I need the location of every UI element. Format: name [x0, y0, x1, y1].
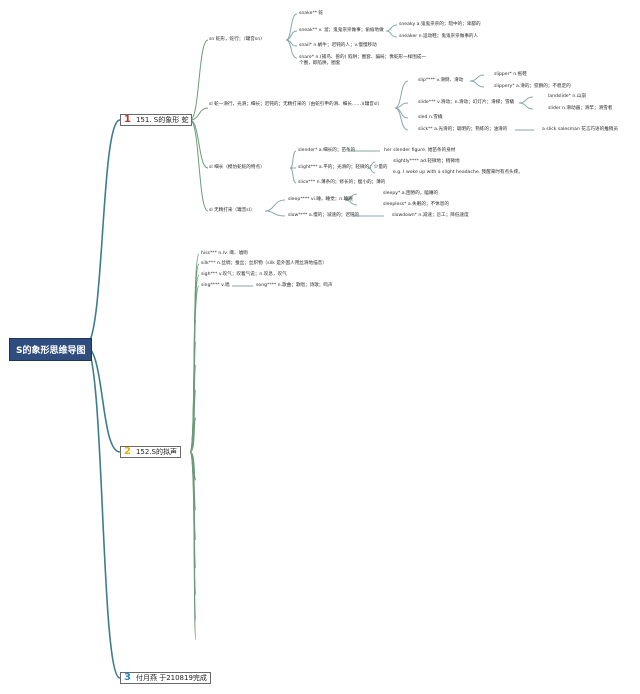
node-snail[interactable]: snail* n.蜗牛；迟钝的人；v.慢慢移动: [299, 43, 377, 48]
node-song[interactable]: song**** n.歌曲；歌唱；诗歌；鸣声: [256, 283, 333, 288]
node-slowdown[interactable]: slowdown* n.减速；怠工；降低速度: [392, 213, 469, 218]
branch-author[interactable]: 3 付月燕 于210819完成: [120, 672, 211, 684]
node-sleepy[interactable]: sleepy* a.困倦的，瞌睡的: [383, 191, 439, 196]
node-slightly[interactable]: slightly**** ad.轻微地；稍微地: [393, 159, 460, 164]
node-snare[interactable]: snare* n.(捕鸟、兽的) 陷阱；圈套、骗局；像蛇形一样围成一个圈，即陷阱…: [299, 55, 426, 66]
node-slender[interactable]: slender* a.细长的；苗条的: [298, 148, 356, 153]
node-slipper[interactable]: slipper* n.拖鞋: [494, 72, 527, 77]
node-slight-example[interactable]: e.g. I woke up with a slight headache. 我…: [393, 170, 523, 175]
branch-number: 2: [124, 446, 131, 457]
node-sl-slide[interactable]: sl 蛇一滑行，光滑；细长；迟钝的；无精打采的（由蛇引申的滑、细长……)(罐音s…: [209, 102, 383, 107]
branch-label: 152.S的拟声: [135, 448, 177, 456]
node-sn[interactable]: sn 蛇形，蛇行；（罐音sn）: [209, 37, 265, 42]
branch-snake-shape[interactable]: 1 151. S的象形 蛇: [120, 114, 193, 126]
node-sleepless[interactable]: sleepless* a.失眠的；不休息的: [383, 202, 449, 207]
branch-label: 付月燕 于210819完成: [135, 674, 207, 682]
node-slow[interactable]: slow**** a.慢的；减速的；迟钝的: [288, 213, 360, 218]
node-slide[interactable]: slide*** v.滑动；n.滑动；幻灯片；滑梯；雪橇: [418, 100, 515, 105]
node-sing[interactable]: sing**** v.唱: [201, 283, 230, 288]
node-silk[interactable]: silk*** n.丝绸；蚕丝；丝织物（silk 是外国人用丝滑地描音）: [201, 261, 327, 266]
branch-number: 3: [124, 672, 131, 683]
node-sigh[interactable]: sigh*** v.叹气；叹着气说；n.叹息，叹气: [201, 272, 287, 277]
node-sled[interactable]: sled n.雪橇: [418, 115, 443, 120]
node-sl-long[interactable]: sl 细长（模仿蛇蛇的特点）: [209, 165, 265, 170]
node-slice[interactable]: slice*** n.薄条的；修长的；瘦小的；薄的: [298, 180, 386, 185]
node-sneak[interactable]: sneak** v. 溜；鬼鬼祟祟做事；偷偷地做: [299, 28, 384, 33]
node-sleep[interactable]: sleep**** vi.睡，睡觉；n.睡眠: [288, 197, 353, 202]
node-snake[interactable]: snake** 蛇: [299, 11, 324, 16]
node-slick[interactable]: slick** a.光滑的；聪明的；熟练的；油滑的: [418, 127, 508, 132]
node-sl-lazy[interactable]: sl 无精打采（罐音sl）: [209, 208, 255, 213]
node-sneaky[interactable]: sneaky a.鬼鬼祟祟的；暗中的；卑鄙的: [399, 22, 481, 27]
node-hiss[interactable]: hiss*** n./v. 嘶、嘘吻: [201, 251, 248, 256]
node-slip[interactable]: slip**** v.滑倒、滑动: [418, 78, 464, 83]
branch-label: 151. S的象形 蛇: [135, 116, 189, 124]
branch-number: 1: [124, 114, 131, 125]
root-node[interactable]: S的象形思维导图: [9, 338, 93, 361]
node-landslide[interactable]: landslide* n.山崩: [548, 94, 586, 99]
node-sneaker[interactable]: sneaker n.运动鞋；鬼鬼祟祟做事的人: [399, 34, 479, 39]
node-slippery[interactable]: slippery* a.滑的；狡猾的；不稳定的: [494, 84, 571, 89]
branch-onomatopoeia[interactable]: 2 152.S的拟声: [120, 446, 181, 458]
node-slender-figure[interactable]: her slender figure. 她苗条的身材: [384, 148, 456, 153]
node-slider[interactable]: slider n.滑动器；滑竿；滑雪者: [548, 106, 613, 111]
node-slick-salesman[interactable]: a slick salesman 花言巧语的推销员: [542, 127, 618, 132]
node-slight[interactable]: slight*** a.平的；光滑的；轻微的；少量的: [298, 165, 388, 170]
